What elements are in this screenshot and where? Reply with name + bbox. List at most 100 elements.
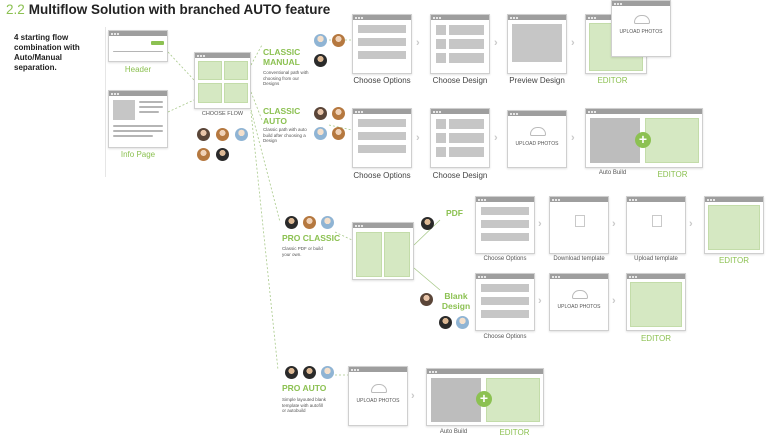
editor-wireframe [704,196,764,254]
step-label: Choose Design [432,76,488,85]
avatar [285,216,298,229]
download-template-wireframe [549,196,609,254]
document-icon [652,215,662,227]
avatar [216,128,229,141]
avatar [197,128,210,141]
choose-options-wireframe [352,108,412,168]
step-label: Choose Options [353,171,411,180]
choose-design-wireframe [430,14,490,74]
pdf-title: PDF [446,208,463,218]
step-label: Choose Options [483,334,527,340]
title-text: Multiflow Solution with branched AUTO fe… [28,2,331,17]
classic-auto-title: CLASSIC AUTO [263,106,301,126]
choose-options-wireframe [475,273,535,331]
upload-label: UPLOAD PHOTOS [515,141,559,147]
upload-label: UPLOAD PHOTOS [557,304,601,310]
upload-label: UPLOAD PHOTOS [619,29,663,35]
chevron-right-icon: › [494,132,498,144]
header-label: Header [124,65,152,74]
section-number: 2.2 [6,2,25,17]
choose-options-wireframe [475,196,535,254]
chevron-right-icon: › [494,37,498,49]
step-label: Download template [553,256,605,262]
auto-build-editor-wireframe: + [426,368,544,426]
choose-flow-label: CHOOSE FLOW [201,111,244,117]
upload-template-wireframe [626,196,686,254]
step-label: EDITOR [499,428,530,437]
avatar [456,316,469,329]
auto-build-editor-wireframe: + [585,108,703,168]
avatar [235,128,248,141]
step-label: Choose Design [432,171,488,180]
avatar [314,107,327,120]
chevron-right-icon: › [538,295,542,307]
step-label: EDITOR [718,256,750,265]
classic-manual-desc: Conventional path with choosing from our… [263,70,309,86]
avatar [314,127,327,140]
choose-flow-wireframe[interactable] [194,52,251,109]
upload-label: UPLOAD PHOTOS [356,398,400,404]
upload-photos-wireframe: UPLOAD PHOTOS [549,273,609,331]
blank-design-title: Blank Design [441,291,471,311]
avatar [216,148,229,161]
chevron-right-icon: › [571,37,575,49]
choose-options-wireframe [352,14,412,74]
info-page-wireframe [108,90,168,148]
classic-auto-desc: Classic path with auto build after choos… [263,127,307,143]
avatar [332,107,345,120]
plus-icon: + [635,132,651,148]
cloud-icon [634,15,650,24]
chevron-right-icon: › [416,37,420,49]
avatar [332,34,345,47]
pro-classic-wireframe [352,222,414,280]
avatar [332,127,345,140]
pro-classic-desc: Classic PDF or build your own. [282,246,323,257]
upload-photos-popup: UPLOAD PHOTOS [611,0,671,57]
step-label: EDITOR [640,334,672,343]
choose-design-wireframe [430,108,490,168]
avatar [197,148,210,161]
cloud-icon [530,127,546,136]
preview-design-wireframe [507,14,567,74]
step-label: Choose Options [353,76,411,85]
avatar [303,366,316,379]
step-label: EDITOR [597,76,628,85]
step-label: Auto Build [439,429,468,435]
avatar [321,216,334,229]
upload-photos-wireframe: UPLOAD PHOTOS [348,366,408,426]
upload-photos-wireframe: UPLOAD PHOTOS [507,110,567,168]
document-icon [575,215,585,227]
step-label: EDITOR [657,170,688,179]
step-label: Auto Build [598,170,627,176]
pro-auto-desc: Simple layouted blank template with auto… [282,397,327,413]
pro-auto-title: PRO AUTO [282,383,327,393]
cloud-icon [371,384,387,393]
chevron-right-icon: › [612,295,616,307]
pro-classic-title: PRO CLASSIC [282,233,341,243]
step-label: Upload template [634,256,678,262]
plus-icon: + [476,391,492,407]
avatar [303,216,316,229]
avatar [321,366,334,379]
chevron-right-icon: › [612,218,616,230]
avatar [314,34,327,47]
avatar [439,316,452,329]
header-wireframe [108,30,168,62]
chevron-right-icon: › [689,218,693,230]
chevron-right-icon: › [571,132,575,144]
chevron-right-icon: › [416,132,420,144]
avatar [420,293,433,306]
cloud-icon [572,290,588,299]
chevron-right-icon: › [538,218,542,230]
step-label: Preview Design [509,76,565,85]
step-label: Choose Options [483,256,527,262]
info-page-label: Info Page [120,150,156,159]
avatar [314,54,327,67]
avatar [285,366,298,379]
editor-wireframe [626,273,686,331]
chevron-right-icon: › [411,390,415,402]
intro-text: 4 starting flow combination with Auto/Ma… [14,33,80,72]
avatar [421,217,434,230]
